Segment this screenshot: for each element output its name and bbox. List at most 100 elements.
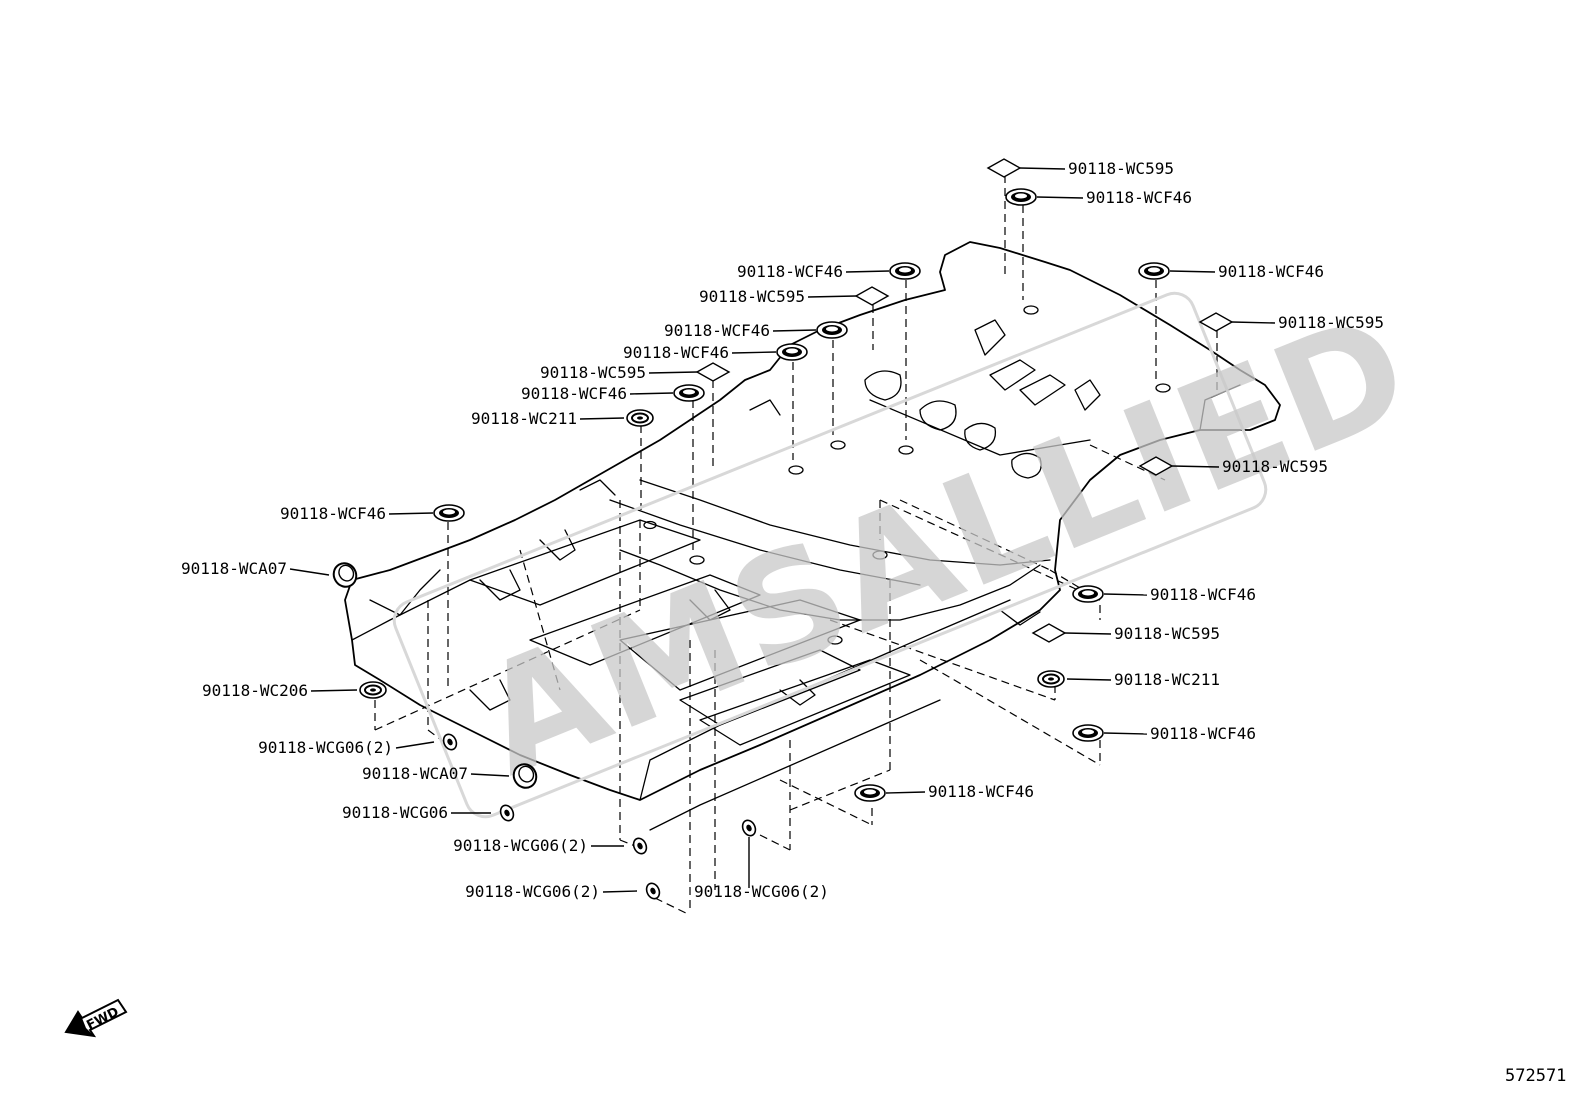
part-number-label: 90118-WC206 [202,681,308,700]
diamond-part-icon [854,286,890,306]
callout-c18: 90118-WC206 [202,681,387,700]
callout-c4: 90118-WCF46 [1138,262,1324,281]
part-number-label: 90118-WCG06(2) [694,882,829,901]
part-number-label: 90118-WCG06(2) [258,738,393,757]
leader-line [885,791,926,794]
callout-c7: 90118-WCF46 [664,321,848,340]
figure-number: 572571 [1505,1066,1566,1086]
leader-line [1103,732,1148,735]
part-number-label: 90118-WC595 [540,363,646,382]
part-number-label: 90118-WCG06 [342,803,448,822]
callout-c9: 90118-WC595 [540,362,731,382]
part-number-label: 90118-WC595 [1068,159,1174,178]
part-number-label: 90118-WCF46 [280,504,386,523]
callout-c15: 90118-WCF46 [1072,585,1256,604]
location-markers [643,305,1171,645]
grommet-part-icon [1005,188,1037,206]
callout-c16: 90118-WC595 [1031,623,1220,643]
diamond-part-icon [1031,623,1067,643]
small-part-icon [442,733,458,751]
callout-c6: 90118-WC595 [1198,312,1384,332]
leader-line [648,371,698,374]
grommet-part-icon [889,262,921,280]
leader-line [395,741,435,749]
leader-line [289,568,330,576]
small-part-icon [741,819,757,837]
leader-line [388,512,434,515]
grommet-part-icon [854,784,886,802]
plug-part-icon [332,562,358,588]
callout-c8: 90118-WCF46 [623,343,808,362]
leader-line [1036,196,1084,199]
part-number-label: 90118-WCA07 [181,559,287,578]
leader-line [1171,465,1220,468]
plug-part-icon [512,763,538,789]
leader-line [1231,321,1276,324]
small-part-icon [499,804,515,822]
part-number-label: 90118-WCF46 [1086,188,1192,207]
leader-line [1169,270,1216,273]
callout-c12: 90118-WC595 [1138,456,1328,476]
grommet-part-icon [1138,262,1170,280]
callout-c13: 90118-WCF46 [280,504,465,523]
part-number-label: 90118-WCF46 [664,321,770,340]
diamond-part-icon [1198,312,1234,332]
leader-line [1103,593,1148,596]
part-number-label: 90118-WCF46 [1150,724,1256,743]
clip-part-icon [626,409,654,427]
callout-c17: 90118-WC211 [1037,670,1220,689]
callout-c1: 90118-WC595 [986,158,1174,178]
part-number-label: 90118-WCG06(2) [465,882,600,901]
part-number-label: 90118-WCF46 [623,343,729,362]
clip-part-icon [1037,670,1065,688]
leader-line [1064,632,1112,635]
watermark-text: AMSALLIED [458,281,1433,810]
leader-line [602,890,638,893]
part-number-label: 90118-WC595 [699,287,805,306]
part-number-label: 90118-WCF46 [1150,585,1256,604]
callout-c10: 90118-WCF46 [521,384,705,403]
part-number-label: 90118-WC211 [1114,670,1220,689]
leader-line [310,689,358,692]
part-number-label: 90118-WCF46 [521,384,627,403]
callout-c22: 90118-WCF46 [854,782,1034,802]
part-number-label: 90118-WCF46 [737,262,843,281]
leader-line [845,270,890,273]
grommet-part-icon [433,504,465,522]
small-part-icon [645,882,661,900]
leader-line [772,329,817,332]
grommet-part-icon [1072,724,1104,742]
part-number-label: 90118-WC595 [1278,313,1384,332]
clip-part-icon [359,681,387,699]
part-number-label: 90118-WC595 [1222,457,1328,476]
leader-line [731,351,777,354]
leader-line [629,392,674,395]
callout-c11: 90118-WC211 [471,409,654,428]
part-number-label: 90118-WCG06(2) [453,836,588,855]
callout-c25: 90118-WCG06(2) [694,819,829,901]
callout-c21: 90118-WCA07 [362,763,538,789]
grommet-part-icon [776,343,808,361]
grommet-part-icon [816,321,848,339]
callout-c23: 90118-WCG06 [342,803,515,822]
watermark: AMSALLIED [392,281,1433,819]
part-number-label: 90118-WCF46 [928,782,1034,801]
callout-c26: 90118-WCG06(2) [465,882,661,901]
callout-c14: 90118-WCA07 [181,559,358,588]
leader-line [1066,678,1112,681]
small-part-icon [632,837,648,855]
callout-c24: 90118-WCG06(2) [453,836,648,855]
callout-c3: 90118-WCF46 [737,262,921,281]
leader-line [470,773,510,777]
diamond-part-icon [986,158,1022,178]
leader-line [1019,167,1066,170]
diamond-part-icon [1138,456,1174,476]
diamond-part-icon [695,362,731,382]
callout-c2: 90118-WCF46 [1005,188,1192,207]
leader-line [579,417,625,420]
callout-c19: 90118-WCF46 [1072,724,1256,743]
leader-line [807,295,857,298]
grommet-part-icon [673,384,705,402]
part-number-label: 90118-WCA07 [362,764,468,783]
